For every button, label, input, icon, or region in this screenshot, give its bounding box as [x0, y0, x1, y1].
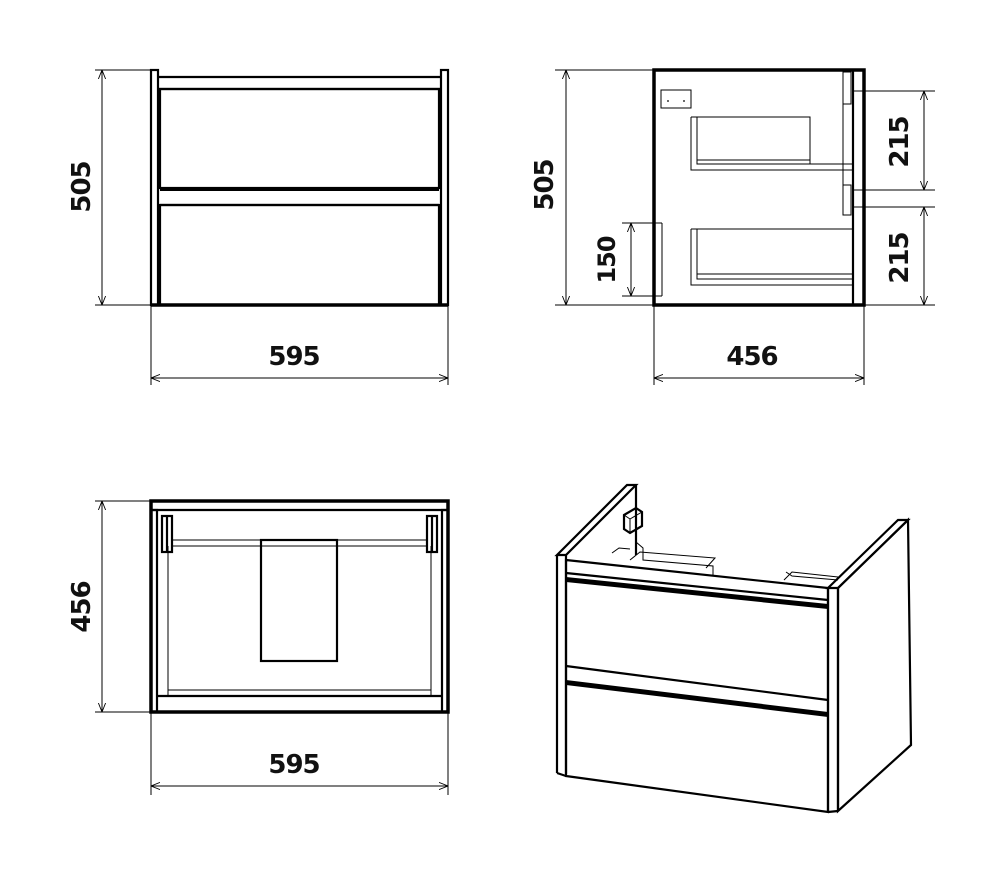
top-depth-label: 456: [67, 581, 97, 632]
front-left-panel: [149, 68, 160, 307]
top-view: 456 595: [67, 499, 450, 795]
isometric-view: [554, 483, 913, 814]
side-depth-label: 456: [726, 342, 777, 372]
side-view: 505 150 215 215 456: [530, 68, 935, 385]
front-width-label: 595: [268, 342, 319, 372]
front-height-label: 505: [67, 161, 97, 212]
top-outline: [149, 499, 450, 714]
front-right-panel: [439, 68, 450, 307]
front-upper-drawer: [158, 87, 441, 190]
front-lower-drawer: [158, 203, 441, 307]
side-outline: [652, 68, 866, 307]
front-view: 505 595: [67, 68, 450, 385]
side-lower-drawer-label: 215: [885, 232, 915, 283]
top-siphon-cutout: [259, 538, 339, 663]
side-height-label: 505: [530, 159, 560, 210]
side-inner-height-label: 150: [593, 236, 621, 283]
iso-right-face: [836, 517, 913, 814]
iso-mounting-bracket: [622, 506, 644, 535]
side-mounting-bracket: [660, 89, 692, 109]
top-width-label: 595: [268, 750, 319, 780]
side-upper-drawer-label: 215: [885, 116, 915, 167]
